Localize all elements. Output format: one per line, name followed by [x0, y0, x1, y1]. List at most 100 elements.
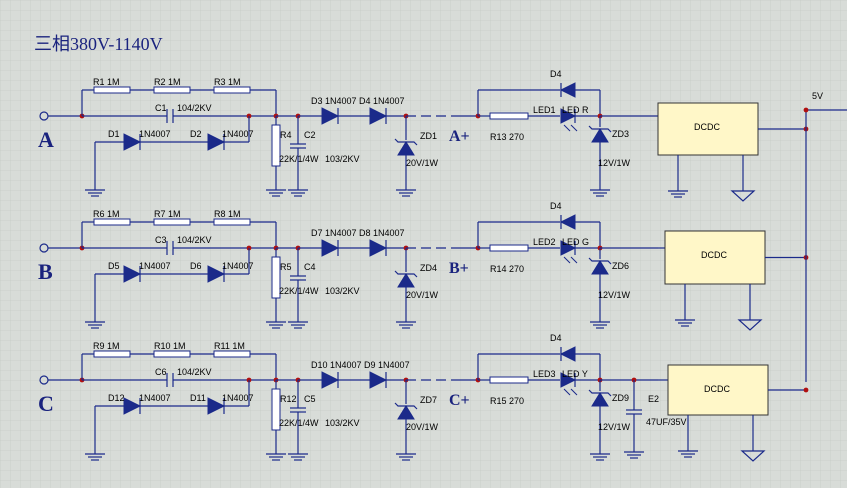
- output-bus: 5V: [803, 91, 847, 382]
- zener-value: 12V/1W: [598, 422, 631, 432]
- diode-value: 1N4007: [139, 393, 171, 403]
- resistor-label: R8 1M: [214, 209, 241, 219]
- dcdc-module: [667, 364, 769, 416]
- led-label: LED1: [533, 105, 556, 115]
- diode-value: 1N4007: [139, 261, 171, 271]
- cap-value: 103/2KV: [325, 286, 360, 296]
- resistor: [93, 350, 131, 358]
- resistor-label: R13 270: [490, 132, 524, 142]
- diode-symbol: [207, 265, 226, 283]
- diode-symbol: [123, 265, 142, 283]
- resistor-label: R6 1M: [93, 209, 120, 219]
- resistor-label: R11 1M: [214, 341, 245, 351]
- dcdc-label: DCDC: [694, 122, 720, 132]
- diode-label: D11: [190, 393, 206, 403]
- zener-value: 20V/1W: [406, 158, 439, 168]
- zener-value: 12V/1W: [598, 290, 631, 300]
- supply-voltage-label: 5V: [812, 91, 823, 101]
- zener-label: ZD3: [612, 129, 629, 139]
- diode-label: D12: [108, 393, 125, 403]
- diode-value: 1N4007: [222, 261, 254, 271]
- led-name: LED G: [562, 237, 589, 247]
- zener-bar: [588, 125, 612, 133]
- resistor-label: R14 270: [490, 264, 524, 274]
- resistor-label: R15 270: [490, 396, 524, 406]
- diode-symbol: [560, 240, 577, 256]
- diode-label: D5: [108, 261, 120, 271]
- zener-value: 20V/1W: [406, 422, 439, 432]
- diode-label: D4: [550, 201, 562, 211]
- rail-label: A+: [449, 128, 470, 145]
- diode-symbol: [123, 133, 142, 151]
- diode-label: D1: [108, 129, 120, 139]
- resistor-label: R12: [280, 394, 297, 404]
- diode-symbol: [369, 107, 388, 125]
- phase-label: C: [38, 391, 54, 416]
- cap-value: 104/2KV: [177, 235, 212, 245]
- zener-label: ZD4: [420, 263, 437, 273]
- diode-label: D4: [550, 333, 562, 343]
- resistor-value: 22K/1/4W: [279, 418, 319, 428]
- phase-label: B: [38, 259, 53, 284]
- led-name: LED Y: [562, 369, 588, 379]
- junction-dot: [803, 387, 809, 393]
- phase-label: A: [38, 127, 54, 152]
- rail-label: B+: [449, 260, 469, 277]
- resistor: [213, 218, 251, 226]
- cap-label: C3: [155, 235, 167, 245]
- cap-label: C2: [304, 130, 316, 140]
- zener-bar: [394, 402, 418, 410]
- diode-value: 1N4007: [139, 129, 171, 139]
- zener-value: 12V/1W: [598, 158, 631, 168]
- diode-symbol: [560, 108, 577, 124]
- phase-row-b: B R6 1M R7 1M R8 1M C3 104/2KV D5 1N4007 D6 1N400…: [38, 201, 809, 331]
- dcdc-label: DCDC: [701, 250, 727, 260]
- diagram-title: 三相380V-1140V: [34, 34, 163, 54]
- led-arrows: [563, 124, 578, 132]
- dcdc-label: DCDC: [704, 384, 730, 394]
- diode-label: D6: [190, 261, 202, 271]
- cap-value: 104/2KV: [177, 103, 212, 113]
- cap-label: E2: [648, 394, 659, 404]
- resistor: [489, 244, 529, 252]
- diode-symbol: [369, 371, 388, 389]
- diode-value: 1N4007: [222, 129, 254, 139]
- ground-triangle: [730, 190, 756, 202]
- diode-symbol: [321, 107, 340, 125]
- zener-bar: [394, 138, 418, 146]
- resistor: [153, 218, 191, 226]
- dcdc-module: [657, 102, 759, 156]
- resistor-label: R7 1M: [154, 209, 181, 219]
- resistor-label: R3 1M: [214, 77, 241, 87]
- zener-bar: [588, 257, 612, 265]
- resistor-label: R10 1M: [154, 341, 186, 351]
- zener-label: ZD1: [420, 131, 437, 141]
- resistor: [213, 86, 251, 94]
- resistor: [153, 86, 191, 94]
- zener-bar: [588, 389, 612, 397]
- zener-label: ZD9: [612, 393, 629, 403]
- resistor: [489, 376, 529, 384]
- cap-label: C5: [304, 394, 316, 404]
- resistor-label: R9 1M: [93, 341, 120, 351]
- series-diode-label: D3 1N4007 D4 1N4007: [311, 96, 405, 106]
- diode-symbol: [560, 372, 577, 388]
- series-diode-label: D7 1N4007 D8 1N4007: [311, 228, 405, 238]
- cap-label: C4: [304, 262, 316, 272]
- zener-label: ZD7: [420, 395, 437, 405]
- diode-symbol: [321, 239, 340, 257]
- diode-symbol: [369, 239, 388, 257]
- ground-triangle: [737, 319, 763, 331]
- diode-symbol: [321, 371, 340, 389]
- resistor-label: R2 1M: [154, 77, 181, 87]
- resistor: [489, 112, 529, 120]
- resistor: [93, 86, 131, 94]
- resistor: [93, 218, 131, 226]
- diode-label: D2: [190, 129, 202, 139]
- led-label: LED2: [533, 237, 556, 247]
- resistor: [213, 350, 251, 358]
